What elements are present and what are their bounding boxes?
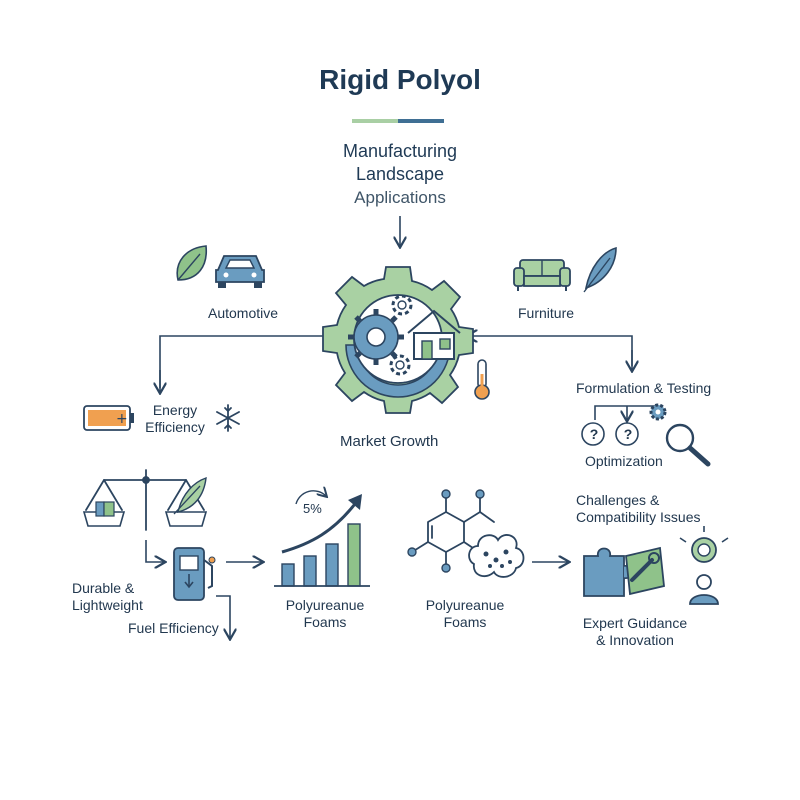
arrow-left-to-gear (159, 336, 334, 388)
weight-blue (95, 501, 105, 517)
label-expert-guidance: Expert Guidance & Innovation (570, 615, 700, 649)
thermometer-icon (474, 359, 490, 400)
expert-line-2: & Innovation (596, 632, 674, 648)
sofa-icon (513, 259, 571, 291)
challenges-line-1: Challenges & (576, 492, 660, 508)
label-furniture: Furniture (518, 305, 575, 321)
atom-4 (441, 563, 451, 573)
label-fuel-efficiency: Fuel Efficiency (128, 620, 219, 636)
arrow-right-to-gear (468, 336, 633, 366)
challenges-line-2: Compatibility Issues (576, 509, 701, 525)
label-durable-lightweight: Durable & Lightweight (72, 580, 143, 614)
person-icon (689, 574, 719, 605)
label-automotive: Automotive (208, 305, 279, 321)
feather-icon-scale (173, 476, 207, 515)
subtitle-line-2: Landscape (355, 164, 445, 184)
car-icon (215, 255, 265, 288)
balance-scale-icon (85, 469, 205, 531)
subtitle-line-1: Manufacturing (342, 141, 458, 161)
atom-3 (407, 547, 417, 557)
expert-line-1: Expert Guidance (582, 615, 688, 631)
scale-pan-left (82, 511, 126, 527)
foams-left-line-2: Foams (303, 614, 347, 630)
feather-icon (583, 246, 617, 293)
foam-cloud-icon (468, 534, 525, 578)
label-foams-right: Polyureanue Foams (400, 597, 530, 631)
foams-right-line-2: Foams (443, 614, 487, 630)
label-optimization: Optimization (585, 453, 663, 469)
arrow-to-pump (145, 540, 164, 562)
molecule-icon (411, 493, 495, 567)
battery-icon: + (83, 405, 134, 431)
leaf-icon (176, 245, 207, 281)
small-gear-icon (649, 403, 667, 421)
scale-pan-right (164, 511, 208, 527)
diagram-subtitle: Manufacturing Landscape Applications (0, 140, 800, 209)
growth-chart-icon (274, 491, 370, 587)
svg-text:+: + (116, 411, 128, 427)
durable-line-2: Lightweight (72, 597, 143, 613)
magnifier-icon (665, 423, 711, 467)
label-growth-percent: 5% (303, 501, 322, 516)
weight-green (103, 501, 115, 517)
question-mark-2: ? (623, 426, 633, 442)
durable-line-1: Durable & (72, 580, 135, 596)
energy-line-1: Energy (152, 402, 198, 418)
label-formulation-testing: Formulation & Testing (576, 380, 712, 396)
lightbulb-icon (679, 526, 729, 563)
fuel-pump-icon (173, 547, 216, 601)
question-mark-1: ? (589, 426, 599, 442)
atom-1 (441, 489, 451, 499)
diagram-title: Rigid Polyol (319, 64, 481, 95)
formulation-tree (594, 405, 658, 420)
label-foams-left: Polyureanue Foams (260, 597, 390, 631)
foams-left-line-1: Polyureanue (285, 597, 365, 613)
label-market-growth: Market Growth (340, 433, 439, 450)
subtitle-line-3: Applications (354, 188, 446, 207)
energy-line-2: Efficiency (145, 419, 205, 435)
atom-2 (475, 489, 485, 499)
label-challenges: Challenges & Compatibility Issues (576, 492, 701, 526)
snowflake-icon (216, 404, 240, 432)
central-gear-icon (322, 266, 474, 414)
label-energy-efficiency: Energy Efficiency (140, 402, 210, 436)
puzzle-icon (583, 546, 665, 597)
foams-right-line-1: Polyureanue (425, 597, 505, 613)
